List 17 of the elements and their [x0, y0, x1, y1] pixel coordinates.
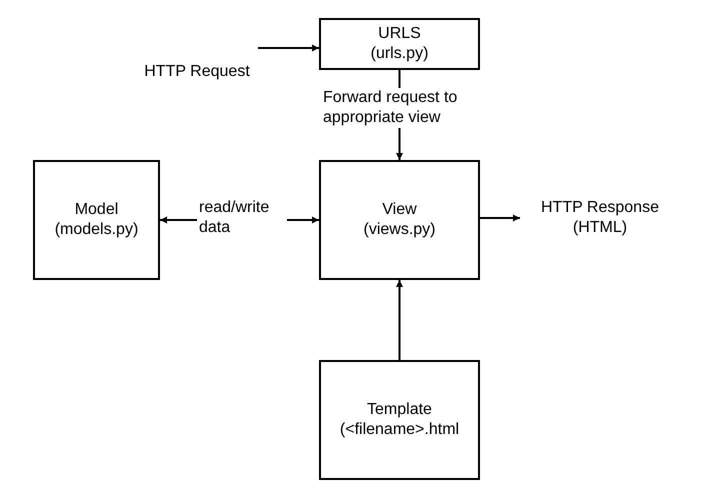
node-subtitle: (urls.py)	[370, 44, 428, 64]
node-subtitle: (models.py)	[54, 220, 138, 240]
node-title: View	[382, 200, 417, 220]
arrow	[396, 280, 403, 360]
node-title: HTTP Request	[144, 62, 250, 82]
component-box	[319, 160, 480, 280]
node-subtitle: (views.py)	[363, 220, 436, 240]
node-title: URLS	[378, 24, 421, 44]
node-title: Model	[74, 200, 118, 220]
node-subtitle: (<filename>.html	[340, 420, 460, 440]
arrow	[258, 44, 319, 52]
component-box	[319, 360, 480, 480]
component-box	[33, 160, 160, 280]
component-box	[319, 18, 480, 70]
node-title: HTTP Response (HTML)	[540, 198, 660, 238]
arrow	[480, 214, 520, 222]
node-title: Template	[367, 400, 432, 420]
